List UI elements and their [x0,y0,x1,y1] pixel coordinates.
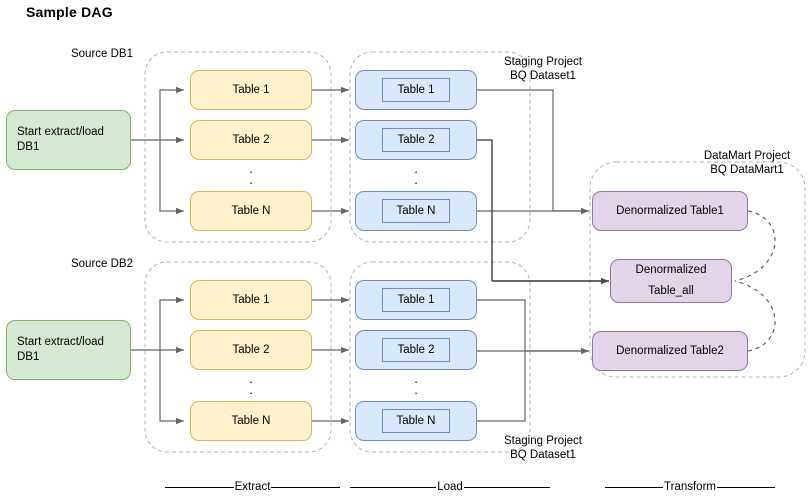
node-label: Start extract/load DB1 [17,336,104,363]
ellipsis-extract-top: .. [249,161,253,187]
phase-label-transform: Transform [605,479,776,495]
node-load-top-table-n[interactable]: Table N [355,191,477,231]
node-load-top-table-1[interactable]: Table 1 [355,70,477,110]
edge-ldn-bottom-to-dn2 [477,351,526,422]
node-label: Table 1 [232,293,270,306]
node-label: Table 2 [232,343,270,356]
node-extract-bottom-table-1[interactable]: Table 1 [190,280,312,320]
edge-start2-to-tn [159,350,184,425]
edge-start1-to-t1 [159,86,184,140]
node-label: Table 2 [232,133,270,146]
phase-rule-left [605,486,664,488]
node-denormalized-table1[interactable]: Denormalized Table1 [592,191,748,231]
node-load-bottom-table-n[interactable]: Table N [355,401,477,441]
node-label: Table N [231,414,271,427]
phase-label-load: Load [350,479,550,495]
node-label: Table 1 [232,83,270,96]
ellipsis-load-bottom: .. [414,371,418,397]
node-label: Start extract/load DB1 [17,126,104,153]
edge-start2-to-t1 [159,296,184,350]
phase-rule-right [717,486,776,488]
ellipsis-extract-bottom: .. [249,371,253,397]
phase-text: Load [437,481,463,493]
node-load-top-table-2[interactable]: Table 2 [355,120,477,160]
edge-ld1-top-to-dn1 [477,89,589,215]
edge-start1-to-tn [159,140,184,215]
edge-ld1-bottom-to-dn2 [477,299,589,355]
node-inner-box: Table 1 [382,78,450,102]
node-extract-bottom-table-n[interactable]: Table N [190,401,312,441]
phase-rule-right [271,486,341,488]
group-label-source-db1: Source DB1 [70,48,133,60]
node-label: Denormalized Table1 [616,204,724,217]
node-load-bottom-table-2[interactable]: Table 2 [355,330,477,370]
phase-rule-left [350,486,437,488]
node-extract-bottom-table-2[interactable]: Table 2 [190,330,312,370]
group-label-staging-top: Staging Project BQ Dataset1 [504,56,582,82]
node-start-extract-load-db1-top[interactable]: Start extract/load DB1 [6,110,131,170]
phase-rule-right [463,486,550,488]
phase-rule-left [165,486,234,488]
phase-text: Extract [234,481,271,493]
node-denormalized-table-all[interactable]: Denormalized Table_all [610,259,732,303]
node-label: Denormalized Table2 [616,344,724,357]
node-load-bottom-table-1[interactable]: Table 1 [355,280,477,320]
phase-label-extract: Extract [165,479,341,495]
node-inner-box: Table N [382,199,450,223]
node-denormalized-table2[interactable]: Denormalized Table2 [592,331,748,371]
node-start-extract-load-db1-bottom[interactable]: Start extract/load DB1 [6,320,131,380]
node-label: Table N [231,204,271,217]
node-extract-top-table-1[interactable]: Table 1 [190,70,312,110]
node-inner-box: Table 2 [382,338,450,362]
group-label-datamart: DataMart Project BQ DataMart1 [703,150,791,176]
edge-ld2-top-to-dnall [477,139,493,281]
node-inner-box: Table 1 [382,288,450,312]
page-title: Sample DAG [26,4,113,20]
group-label-staging-bottom: Staging Project BQ Dataset1 [504,435,582,461]
phase-text: Transform [664,481,716,493]
ellipsis-load-top: .. [414,161,418,187]
node-extract-top-table-n[interactable]: Table N [190,191,312,231]
node-inner-box: Table N [382,409,450,433]
node-inner-box: Table 2 [382,128,450,152]
node-label: Denormalized Table_all [635,264,707,297]
group-label-source-db2: Source DB2 [70,258,133,270]
node-extract-top-table-2[interactable]: Table 2 [190,120,312,160]
